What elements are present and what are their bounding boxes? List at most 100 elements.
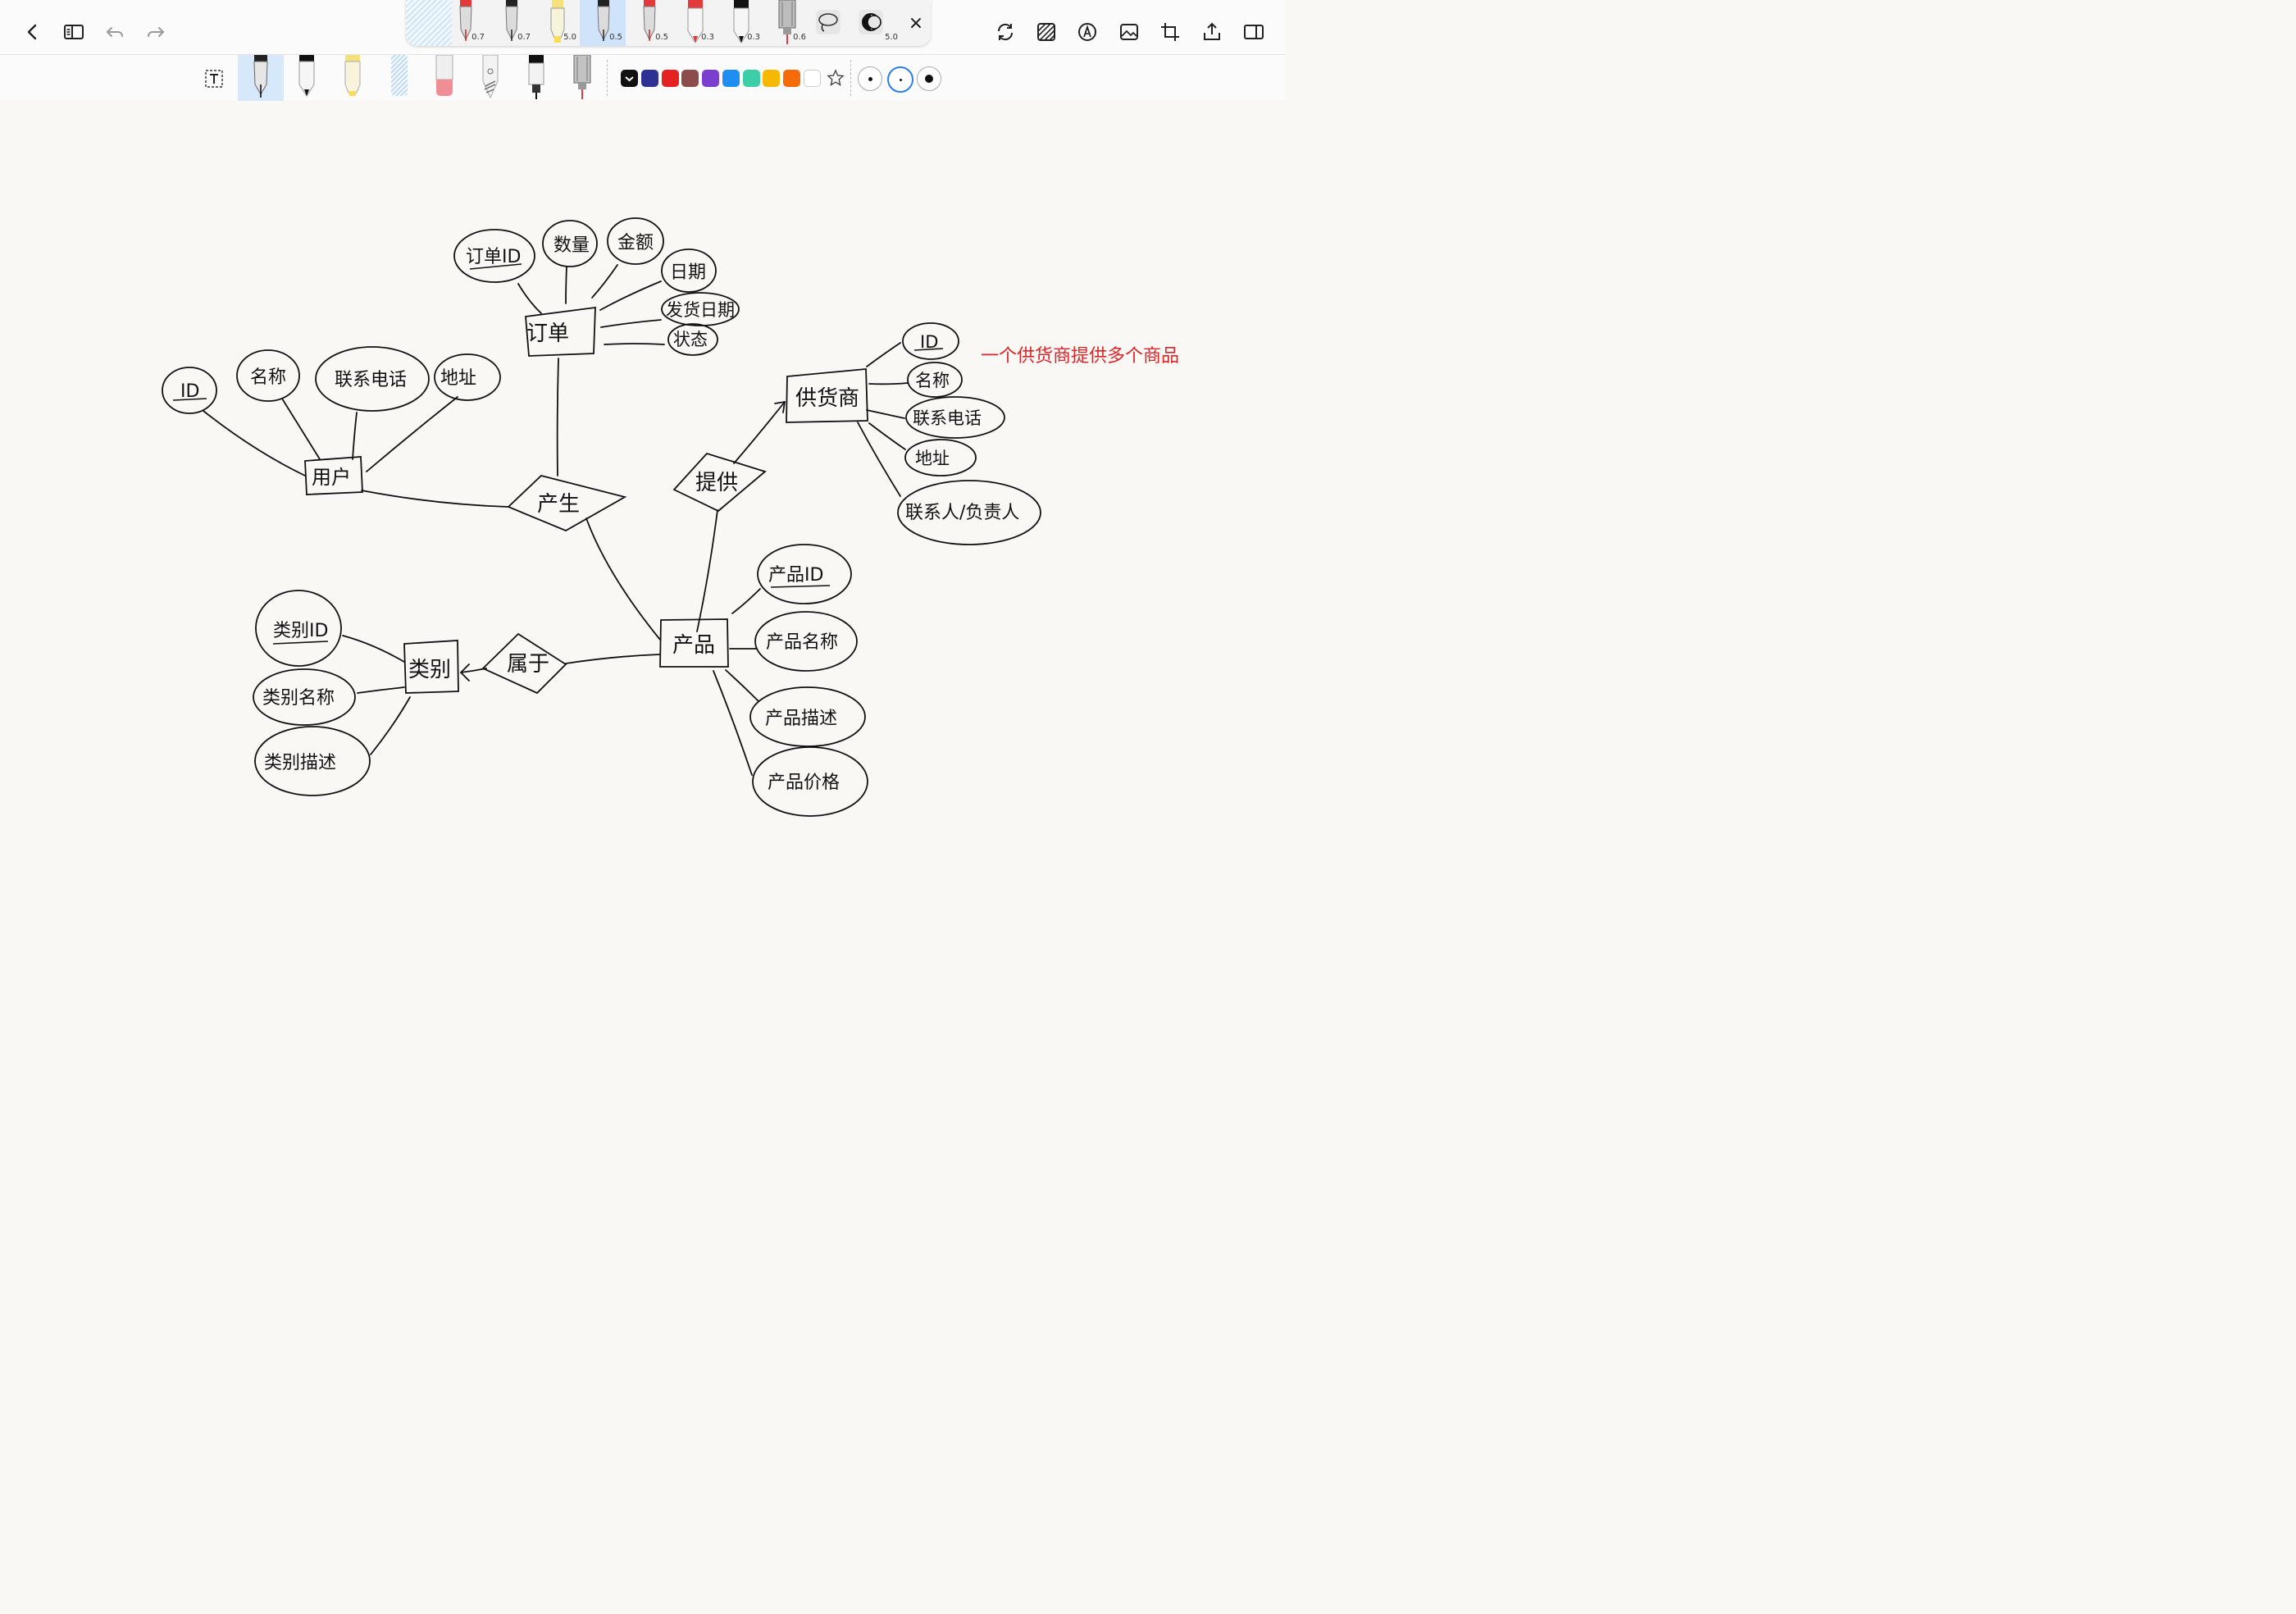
relation-generate: 产生 bbox=[537, 492, 580, 517]
pen-size-9: 5.0 bbox=[885, 33, 898, 42]
attr-user-id: ID bbox=[180, 381, 199, 402]
ellipse-user-phone bbox=[315, 346, 430, 412]
attr-user-name: 名称 bbox=[250, 367, 286, 388]
color-swatch-orange[interactable] bbox=[783, 70, 800, 87]
color-swatch-navy[interactable] bbox=[641, 70, 658, 87]
entity-product: 产品 bbox=[672, 633, 715, 658]
ellipse-supplier-id bbox=[902, 322, 959, 360]
text-tool-icon[interactable] bbox=[205, 70, 223, 88]
attr-category-id: 类别ID bbox=[273, 621, 328, 641]
entity-box-supplier bbox=[786, 368, 868, 423]
attr-product-id: 产品ID bbox=[768, 565, 823, 586]
undo-icon[interactable] bbox=[101, 18, 129, 46]
ellipse-ship-date bbox=[661, 292, 740, 326]
pattern-brush-tool[interactable] bbox=[376, 55, 421, 101]
entity-box-user bbox=[304, 456, 363, 495]
eraser-tool[interactable] bbox=[421, 54, 467, 101]
shape-tool[interactable]: 5.0 bbox=[855, 0, 901, 46]
attr-order-id: 订单ID bbox=[466, 247, 521, 267]
share-icon[interactable] bbox=[1198, 18, 1226, 46]
pen-slot-5[interactable]: 0.5 bbox=[626, 0, 672, 46]
attribute-ellipses bbox=[162, 217, 1041, 817]
color-swatch-purple[interactable] bbox=[702, 70, 719, 87]
ellipse-supplier-contact bbox=[897, 480, 1041, 545]
pen-slot-6[interactable]: 0.3 bbox=[672, 0, 718, 46]
ballpoint-pen-tool[interactable] bbox=[284, 55, 330, 101]
thickness-large[interactable] bbox=[917, 66, 941, 91]
highlighter-tool[interactable] bbox=[330, 55, 376, 101]
thickness-medium-selected[interactable] bbox=[887, 66, 913, 93]
attr-user-phone: 联系电话 bbox=[335, 370, 407, 390]
diamond-generate bbox=[507, 475, 627, 532]
ellipse-status bbox=[667, 323, 718, 356]
image-icon[interactable] bbox=[1115, 18, 1143, 46]
connector-lines bbox=[203, 264, 909, 776]
pen-slot-3[interactable]: 5.0 bbox=[534, 0, 580, 46]
color-swatch-black-selected[interactable] bbox=[621, 70, 638, 87]
attr-status: 状态 bbox=[673, 330, 708, 349]
ellipse-amount bbox=[607, 217, 664, 265]
pattern-tool[interactable] bbox=[406, 0, 452, 46]
ellipse-quantity bbox=[542, 220, 598, 267]
color-swatch-teal[interactable] bbox=[743, 70, 760, 87]
attr-supplier-id: ID bbox=[920, 332, 938, 352]
color-swatch-brown[interactable] bbox=[681, 70, 699, 87]
lasso-tool[interactable] bbox=[809, 0, 855, 46]
pen-slot-7[interactable]: 0.3 bbox=[718, 0, 763, 46]
thickness-small[interactable] bbox=[858, 66, 882, 91]
attr-ship-date: 发货日期 bbox=[666, 300, 735, 320]
pen-slot-1[interactable]: 0.7 bbox=[442, 0, 488, 46]
sidebar-toggle-icon[interactable] bbox=[60, 18, 88, 46]
divider bbox=[607, 60, 608, 96]
color-swatch-blue[interactable] bbox=[722, 70, 740, 87]
close-case-button[interactable]: × bbox=[908, 12, 924, 34]
ellipse-supplier-name bbox=[907, 362, 963, 398]
pen-slot-4-selected[interactable]: 0.5 bbox=[580, 0, 626, 46]
pen-size-7: 0.3 bbox=[747, 33, 760, 42]
pen-slot-2[interactable]: 0.7 bbox=[488, 0, 534, 46]
entity-box-product bbox=[659, 618, 729, 668]
pen-slot-8[interactable]: 0.6 bbox=[763, 0, 809, 46]
attr-supplier-phone: 联系电话 bbox=[913, 408, 982, 428]
sync-icon[interactable] bbox=[991, 18, 1019, 46]
attr-supplier-address: 地址 bbox=[915, 449, 950, 468]
technical-pen-tool[interactable] bbox=[559, 54, 605, 101]
pen-size-3: 5.0 bbox=[563, 33, 576, 42]
entity-box-category bbox=[403, 640, 459, 694]
pen-size-5: 0.5 bbox=[655, 33, 668, 42]
color-swatch-red[interactable] bbox=[662, 70, 679, 87]
pen-circle-icon[interactable] bbox=[1073, 18, 1101, 46]
background-pattern-icon[interactable] bbox=[1032, 18, 1060, 46]
drawing-canvas[interactable]: 订单 用户 供货商 产品 类别 产生 提供 属于 订单ID 数量 金额 日期 发… bbox=[0, 101, 1286, 905]
attr-date: 日期 bbox=[670, 262, 706, 283]
attr-user-address: 地址 bbox=[440, 368, 476, 389]
redo-icon[interactable] bbox=[142, 18, 170, 46]
crop-icon[interactable] bbox=[1156, 18, 1184, 46]
ellipse-product-name bbox=[754, 611, 858, 672]
panel-toggle-icon[interactable] bbox=[1240, 18, 1268, 46]
ellipse-product-desc bbox=[749, 686, 866, 747]
pen-size-4: 0.5 bbox=[609, 33, 622, 42]
back-icon[interactable] bbox=[19, 18, 47, 46]
entity-boxes bbox=[304, 306, 868, 694]
entity-category: 类别 bbox=[408, 658, 451, 682]
ellipse-order-id bbox=[453, 229, 535, 283]
divider bbox=[850, 60, 852, 96]
fountain-pen-tool[interactable] bbox=[238, 55, 284, 101]
color-swatch-yellow[interactable] bbox=[763, 70, 780, 87]
top-toolbar: 0.7 0.7 5.0 0.5 0.5 0.3 0.3 0.6 bbox=[0, 0, 1286, 55]
entity-supplier: 供货商 bbox=[795, 386, 859, 411]
favorite-star-icon[interactable] bbox=[827, 69, 845, 87]
ellipse-category-id bbox=[255, 590, 342, 667]
pen-size-8: 0.6 bbox=[793, 33, 806, 42]
entity-box-order bbox=[525, 306, 596, 357]
pencil-tool[interactable] bbox=[467, 54, 513, 101]
attr-product-desc: 产品描述 bbox=[765, 709, 837, 729]
attr-supplier-name: 名称 bbox=[915, 371, 950, 390]
tool-options-bar bbox=[0, 54, 1286, 101]
ellipse-user-id bbox=[162, 367, 217, 414]
ellipse-supplier-address bbox=[904, 439, 977, 476]
marker-tool[interactable] bbox=[513, 55, 559, 101]
ellipse-user-name bbox=[236, 349, 300, 402]
color-swatch-white[interactable] bbox=[804, 70, 821, 87]
